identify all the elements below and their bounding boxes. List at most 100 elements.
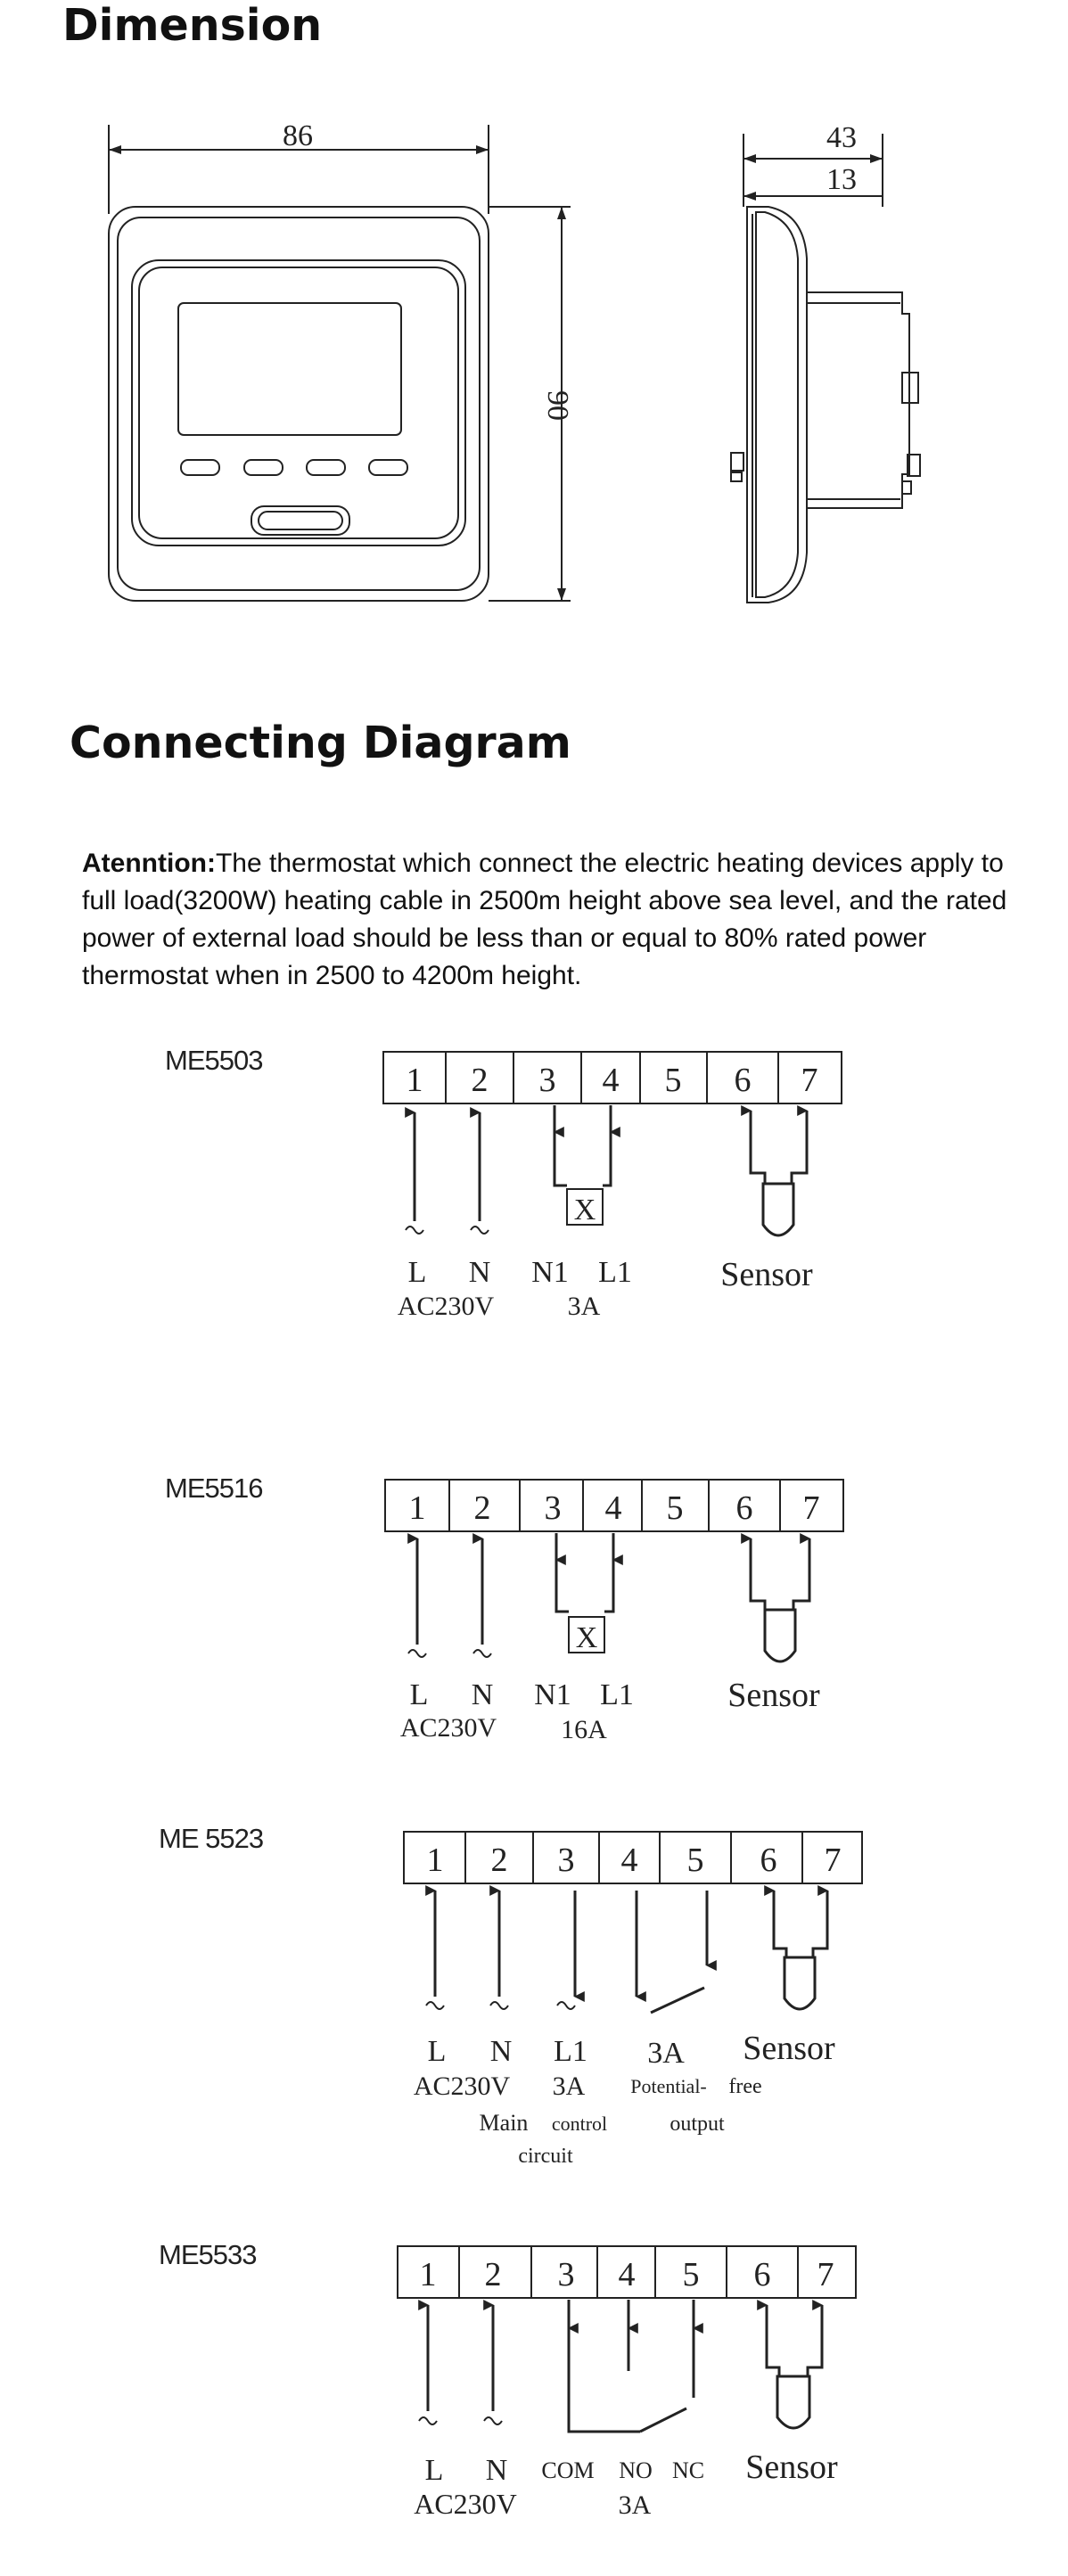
terminal-7: 7 [817,2256,834,2293]
terminal-1: 1 [407,1062,423,1099]
terminal-5: 5 [687,1842,704,1879]
label-l: L [428,2035,447,2068]
model-label-me5523: ME 5523 [159,1823,264,1854]
label-com: COM [541,2457,594,2483]
label-amps-relay: 3A [647,2037,685,2070]
relay-switch [650,1986,705,2014]
label-l1: L1 [598,1256,632,1289]
attention-label: Atenntion: [82,849,216,878]
diagram-me5533: 1 2 3 4 5 6 7 L N COM NO [397,2245,857,2520]
terminal-3: 3 [545,1489,562,1527]
label-circuit: circuit [518,2145,573,2168]
label-free: free [728,2075,761,2098]
ac-symbol-n [470,1226,489,1235]
relay-switch [639,2407,687,2433]
terminal-1: 1 [409,1489,426,1527]
wire-com [567,2300,640,2433]
label-nc: NC [672,2457,704,2483]
label-sensor: Sensor [720,1256,813,1293]
load-box [568,1616,605,1653]
label-n: N [490,2035,513,2068]
terminal-block [384,1479,844,1532]
model-label-me5533: ME5533 [159,2239,257,2270]
label-load: 3A [619,2490,652,2520]
terminal-2: 2 [472,1062,489,1099]
dimension-title: Dimension [62,0,323,51]
terminal-5: 5 [683,2256,700,2293]
attention-text: The thermostat which connect the electri… [82,849,1007,990]
terminal-6: 6 [760,1842,777,1879]
terminal-5: 5 [665,1062,682,1099]
ac-symbol-l [425,2001,445,2010]
depth-label: 43 [826,121,857,154]
wire-n1 [555,1533,569,1613]
wire-n1 [553,1105,567,1187]
terminal-6: 6 [735,1062,752,1099]
label-l: L [408,1256,427,1289]
terminal-block [382,1051,842,1104]
terminal-4: 4 [619,2256,636,2293]
sensor-probe [761,1182,795,1237]
label-amps-main: 3A [553,2071,586,2101]
model-label-me5516: ME5516 [165,1473,263,1504]
label-supply: AC230V [400,1713,497,1743]
terminal-7: 7 [803,1489,820,1527]
label-potential: Potential- [630,2075,707,2097]
terminal-7: 7 [801,1062,818,1099]
label-control: control [552,2112,607,2135]
terminal-2: 2 [485,2256,502,2293]
depth-inner-label: 13 [826,163,857,196]
sensor-probe [776,2375,811,2430]
terminal-2: 2 [474,1489,491,1527]
load-x-label: X [576,1621,598,1654]
label-n: N [486,2454,508,2487]
terminal-4: 4 [605,1489,622,1527]
label-main: Main [480,2110,529,2136]
sensor-probe [763,1608,797,1663]
attention-note: Atenntion:The thermostat which connect t… [82,845,1027,995]
label-n: N [469,1256,491,1289]
label-supply: AC230V [398,1292,495,1321]
terminal-3: 3 [539,1062,556,1099]
dimension-drawing: 86 90 43 13 [108,119,921,603]
terminal-1: 1 [427,1842,444,1879]
terminal-block [397,2245,857,2299]
height-label: 90 [541,390,574,421]
label-n1: N1 [534,1678,571,1711]
label-supply: AC230V [414,2488,517,2520]
terminal-4: 4 [621,1842,638,1879]
ac-symbol-n [472,1649,492,1658]
terminal-1: 1 [420,2256,437,2293]
label-sensor: Sensor [727,1677,820,1714]
connecting-title: Connecting Diagram [70,718,571,768]
ac-symbol-l [418,2416,438,2425]
diagram-me5503: 1 2 3 4 5 6 7 X L N N1 L1 AC230V [382,1051,842,1321]
sensor-probe [783,1956,817,2011]
terminal-7: 7 [825,1842,842,1879]
label-l1: L1 [554,2035,587,2068]
diagram-me5516: 1 2 3 4 5 6 7 X L N N1 L1 AC230V [384,1479,844,1744]
label-sensor: Sensor [743,2030,835,2067]
label-l: L [425,2454,444,2487]
ac-symbol-n [483,2416,503,2425]
load-x-label: X [574,1194,596,1226]
diagram-me5523: 1 2 3 4 5 6 7 L N L1 3A Sensor AC2 [403,1831,863,2168]
terminal-6: 6 [736,1489,753,1527]
width-label: 86 [283,119,313,152]
label-l1: L1 [600,1678,634,1711]
terminal-2: 2 [491,1842,508,1879]
ac-symbol-n [489,2001,509,2010]
label-load: 16A [561,1715,607,1744]
ac-symbol-l [407,1649,427,1658]
ac-symbol-l1 [556,2001,576,2010]
load-box [566,1188,604,1226]
model-label-me5503: ME5503 [165,1045,263,1076]
label-no: NO [619,2457,653,2483]
label-load: 3A [568,1292,601,1321]
label-n: N [472,1678,494,1711]
label-n1: N1 [531,1256,569,1289]
terminal-3: 3 [558,2256,575,2293]
ac-symbol-l [405,1226,424,1235]
terminal-3: 3 [558,1842,575,1879]
